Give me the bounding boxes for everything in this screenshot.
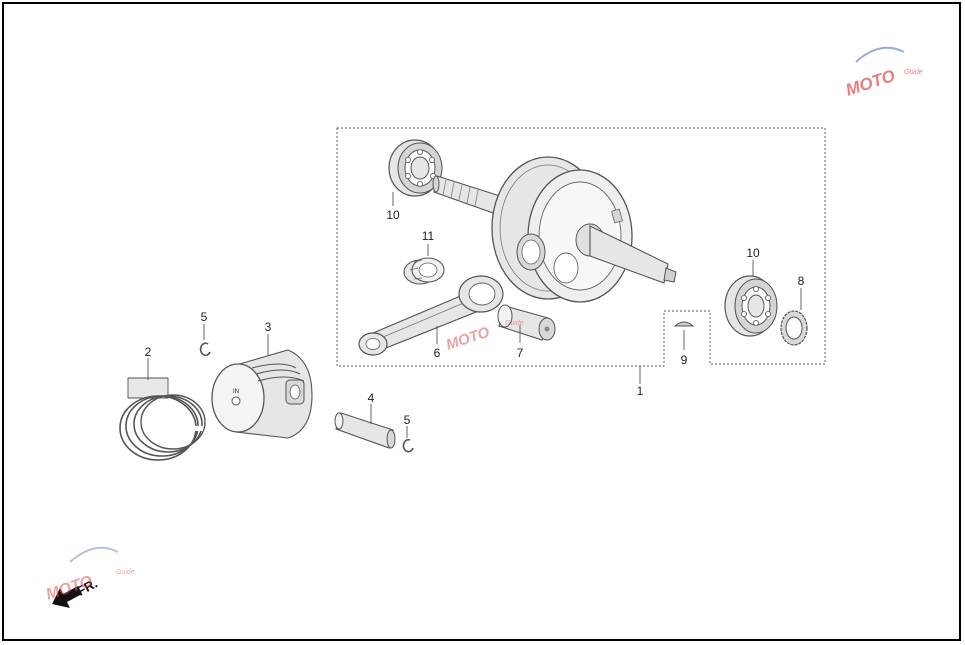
callout-7: 7 bbox=[517, 346, 524, 360]
arrow-left-down-icon bbox=[52, 586, 82, 608]
connecting-rod[interactable] bbox=[358, 275, 504, 356]
needle-bearing[interactable] bbox=[403, 257, 445, 285]
callout-10b: 10 bbox=[746, 246, 760, 260]
watermark-center: MOTO Guide bbox=[444, 320, 524, 354]
watermark-top-right: MOTO Guide bbox=[843, 46, 923, 100]
watermark-tagline-center: Guide bbox=[505, 320, 524, 327]
lock-nut[interactable] bbox=[780, 310, 808, 346]
circlip-right[interactable] bbox=[402, 438, 414, 453]
piston[interactable]: IN bbox=[211, 349, 313, 439]
watermark-swoosh-icon bbox=[855, 46, 905, 63]
crankshaft[interactable] bbox=[432, 156, 677, 303]
watermark-brand: MOTO bbox=[843, 66, 897, 100]
watermark-bottom-left: MOTO Guide bbox=[44, 546, 135, 604]
callout-5b: 5 bbox=[404, 413, 411, 427]
callout-1: 1 bbox=[637, 384, 644, 398]
callout-11: 11 bbox=[422, 229, 435, 243]
callout-10a: 10 bbox=[386, 208, 400, 222]
watermark-brand-center: MOTO bbox=[444, 324, 492, 354]
callout-2: 2 bbox=[145, 345, 152, 359]
circlip-left[interactable] bbox=[199, 342, 211, 357]
callout-3: 3 bbox=[265, 320, 272, 334]
callout-9: 9 bbox=[681, 353, 688, 367]
watermark-tagline-bottom: Guide bbox=[116, 569, 135, 576]
bearing-lower[interactable] bbox=[724, 275, 778, 337]
crankshaft-assembly-boundary bbox=[336, 127, 826, 367]
crank-pin[interactable] bbox=[497, 304, 556, 341]
callout-5a: 5 bbox=[201, 310, 208, 324]
woodruff-key[interactable] bbox=[673, 321, 695, 327]
watermark-tagline: Guide bbox=[904, 69, 923, 76]
callout-6: 6 bbox=[434, 346, 441, 360]
watermark-swoosh-icon-bottom bbox=[69, 546, 119, 563]
callout-4: 4 bbox=[368, 391, 375, 405]
piston-ring-set[interactable] bbox=[119, 377, 206, 461]
piston-pin[interactable] bbox=[334, 412, 396, 449]
callout-8: 8 bbox=[798, 274, 805, 288]
piston-stamp-text: IN bbox=[233, 389, 239, 395]
